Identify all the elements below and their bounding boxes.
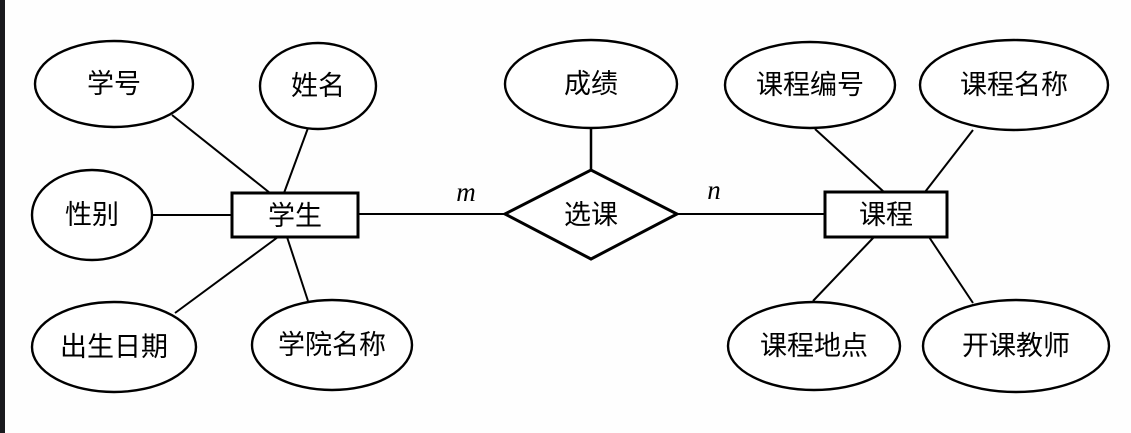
course-name-ellipse <box>918 38 1110 132</box>
college-name-label: 学院名称 <box>278 330 386 360</box>
birth-date-ellipse <box>30 300 198 394</box>
student-entity-box <box>230 191 360 239</box>
connector-course-location-to-course <box>812 236 875 302</box>
relationship-enrollment: 选课 <box>501 168 681 261</box>
gender-ellipse <box>30 168 154 262</box>
course-id-ellipse <box>723 40 897 130</box>
attribute-birth-date: 出生日期 <box>30 300 198 394</box>
college-name-ellipse <box>250 298 414 392</box>
gender-label: 性别 <box>65 200 119 230</box>
attribute-name: 姓名 <box>258 41 378 131</box>
relationship-diamond <box>501 168 681 261</box>
cardinality-n-label: n <box>707 175 721 205</box>
student-id-label: 学号 <box>87 69 141 99</box>
relationship-label: 选课 <box>564 200 618 230</box>
connector-name-to-student <box>283 127 309 194</box>
course-location-label: 课程地点 <box>760 331 868 361</box>
attribute-student-id: 学号 <box>33 39 195 129</box>
connector-course-id-to-course <box>814 128 885 193</box>
student-entity-label: 学生 <box>268 201 322 231</box>
attribute-course-teacher: 开课教师 <box>921 298 1111 394</box>
entity-course: 课程 <box>823 190 949 239</box>
name-label: 姓名 <box>291 71 345 101</box>
attribute-college-name: 学院名称 <box>250 298 414 392</box>
grade-ellipse <box>503 38 679 130</box>
grade-label: 成绩 <box>564 69 618 99</box>
name-ellipse <box>258 41 378 131</box>
connector-college-name-to-student <box>286 236 309 302</box>
course-name-label: 课程名称 <box>960 70 1068 100</box>
attribute-course-name: 课程名称 <box>918 38 1110 132</box>
attribute-course-location: 课程地点 <box>726 300 902 392</box>
cardinality-m-label: m <box>456 177 476 207</box>
course-teacher-label: 开课教师 <box>962 331 1070 361</box>
attribute-grade: 成绩 <box>503 38 679 130</box>
connector-birth-date-to-student <box>174 236 279 314</box>
connector-student-id-to-student <box>171 114 271 194</box>
entity-student: 学生 <box>230 191 360 239</box>
course-location-ellipse <box>726 300 902 392</box>
course-id-label: 课程编号 <box>756 70 864 100</box>
course-entity-label: 课程 <box>859 200 913 230</box>
connector-course-name-to-course <box>924 129 974 193</box>
connector-course-teacher-to-course <box>928 236 974 304</box>
course-teacher-ellipse <box>921 298 1111 394</box>
window-left-edge <box>0 0 5 433</box>
course-entity-box <box>823 190 949 239</box>
attribute-course-id: 课程编号 <box>723 40 897 130</box>
student-id-ellipse <box>33 39 195 129</box>
birth-date-label: 出生日期 <box>60 332 168 362</box>
attribute-gender: 性别 <box>30 168 154 262</box>
